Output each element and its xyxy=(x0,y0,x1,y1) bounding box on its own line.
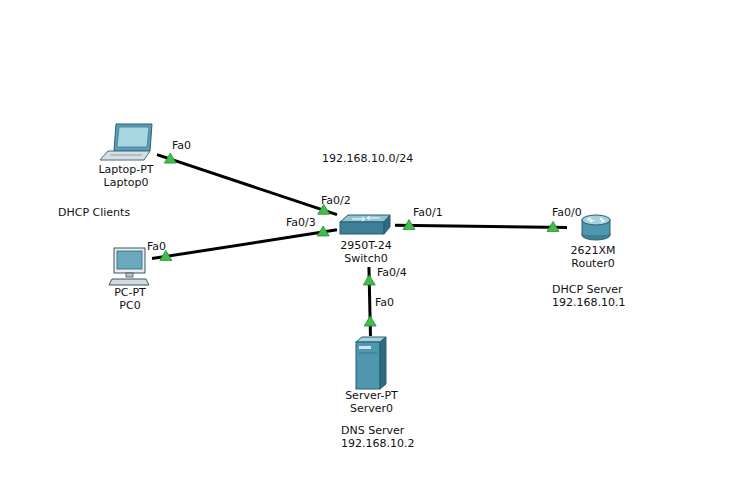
port-name: Fa0/4 xyxy=(377,266,407,279)
device-model: Server-PT xyxy=(345,389,398,402)
device-name: Server0 xyxy=(345,402,398,415)
port-name: Fa0/2 xyxy=(321,194,351,207)
port-name: Fa0 xyxy=(375,296,394,309)
link-light xyxy=(363,275,375,285)
device-name: Switch0 xyxy=(340,252,392,265)
network-link xyxy=(157,155,337,215)
network-link xyxy=(152,230,337,259)
port-name: Fa0/0 xyxy=(552,206,582,219)
link-light xyxy=(164,153,176,163)
router-icon xyxy=(582,215,610,240)
server-icon xyxy=(356,337,386,389)
device-node: PC-PTPC0 xyxy=(108,245,152,314)
port-name: Fa0 xyxy=(147,240,166,253)
ip-address: 192.168.10.2 xyxy=(341,437,414,450)
role-note: DHCP Server xyxy=(552,283,623,296)
role-note: DNS Server xyxy=(341,424,404,437)
link-light xyxy=(317,226,329,236)
port-name: Fa0/1 xyxy=(413,206,443,219)
device-model: PC-PT xyxy=(111,286,149,299)
device-node: 2950T-24Switch0 xyxy=(337,213,395,267)
device-model: 2950T-24 xyxy=(340,239,392,252)
device-node: Laptop-PTLaptop0 xyxy=(95,122,157,191)
link-light xyxy=(547,221,559,231)
group-note: DHCP Clients xyxy=(58,206,130,219)
port-name: Fa0 xyxy=(172,139,191,152)
link-light xyxy=(403,220,415,230)
link-light xyxy=(364,316,376,326)
pc-icon xyxy=(109,248,149,285)
device-node: Server-PTServer0 xyxy=(342,336,401,417)
network-link xyxy=(395,225,567,227)
device-name: Router0 xyxy=(570,257,616,270)
switch-icon xyxy=(340,215,390,234)
ip-address: 192.168.10.1 xyxy=(552,296,625,309)
port-name: Fa0/3 xyxy=(286,216,316,229)
network-address: 192.168.10.0/24 xyxy=(322,152,413,165)
device-name: Laptop0 xyxy=(98,176,154,189)
device-model: Laptop-PT xyxy=(98,163,154,176)
device-name: PC0 xyxy=(111,299,149,312)
device-node: 2621XMRouter0 xyxy=(567,212,619,272)
laptop-icon xyxy=(100,124,152,160)
device-model: 2621XM xyxy=(570,244,616,257)
